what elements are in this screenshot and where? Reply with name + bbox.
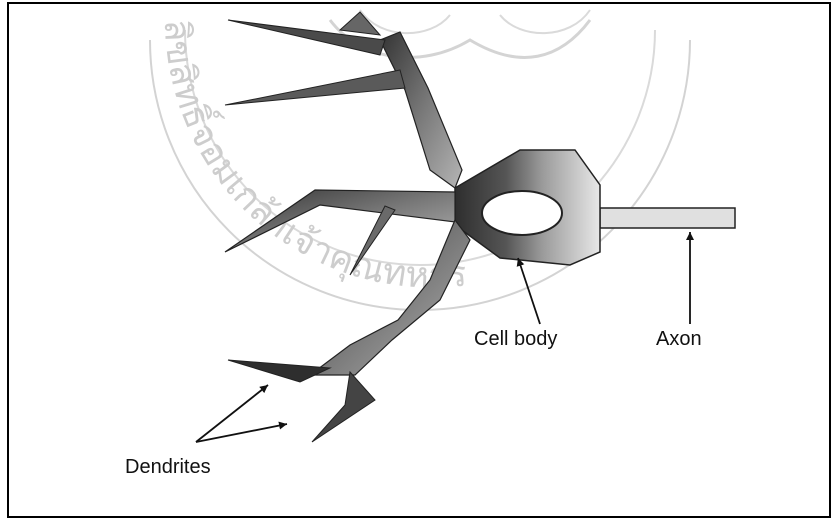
arrow-dendrite-1 bbox=[196, 385, 268, 442]
dendrite-spike-2 bbox=[225, 70, 405, 105]
axon-label: Axon bbox=[656, 328, 702, 351]
watermark-text: ลิขสิทธิ์จอมเกล้าเจ้าคุณทหาร bbox=[156, 19, 469, 297]
axon-shape bbox=[600, 208, 735, 228]
nucleus-shape bbox=[482, 191, 562, 235]
arrow-dendrite-2 bbox=[196, 424, 287, 442]
dendrite-fork-upper bbox=[228, 360, 330, 382]
dendrite-fork-lower bbox=[312, 372, 375, 442]
cell-body-label: Cell body bbox=[474, 328, 557, 351]
dendrites-label: Dendrites bbox=[125, 456, 211, 479]
watermark-seal: ลิขสิทธิ์จอมเกล้าเจ้าคุณทหาร bbox=[150, 10, 700, 310]
dendrite-upper-trunk bbox=[380, 32, 462, 188]
